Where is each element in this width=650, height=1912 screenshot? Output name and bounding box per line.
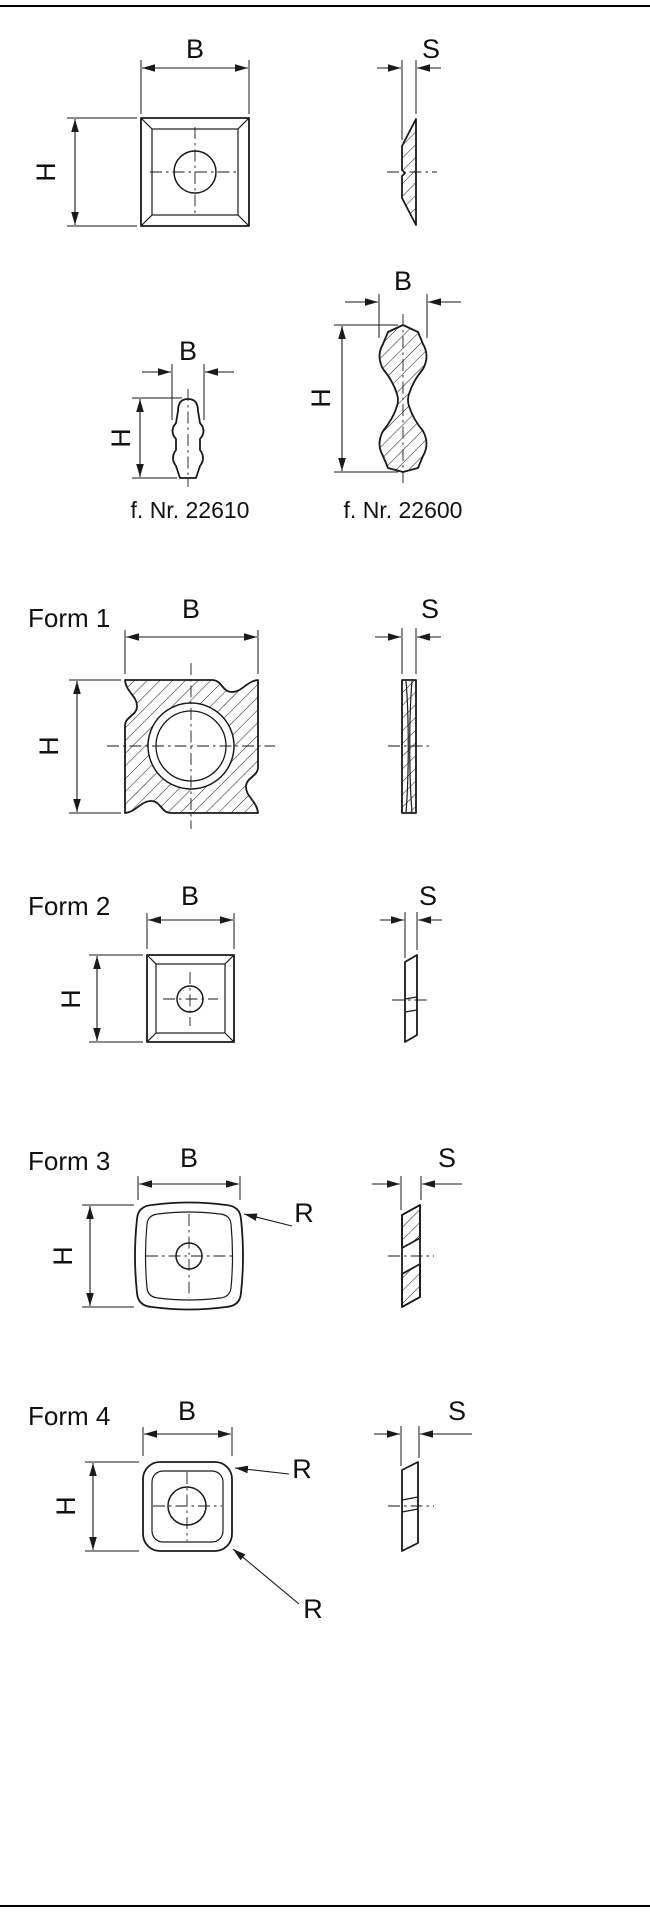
- form2-bevel-line: [155, 963, 226, 1034]
- form3-row: Form 3 B H R S: [28, 1143, 462, 1311]
- overview-height-label: H: [31, 162, 61, 182]
- form1-row: Form 1 B H S: [28, 594, 441, 829]
- form3-thickness-dimension: [372, 1176, 462, 1210]
- form3-width-label: B: [180, 1143, 198, 1173]
- form3-title: Form 3: [28, 1146, 110, 1176]
- form4-bevel-line: [151, 1470, 224, 1543]
- form4-height-label: H: [51, 1496, 81, 1516]
- profile-large-caption: f. Nr. 22600: [344, 497, 463, 523]
- form4-height-dimension: [85, 1461, 139, 1552]
- form3-width-dimension: [137, 1176, 241, 1200]
- form3-radius-leader-line: [243, 1213, 293, 1227]
- form2-title: Form 2: [28, 891, 110, 921]
- form2-width-dimension: [146, 913, 235, 949]
- form2-height-dimension: [89, 954, 143, 1043]
- form2-width-label: B: [181, 881, 199, 911]
- profile-small-caption: f. Nr. 22610: [131, 497, 250, 523]
- profile-large-height-dimension: [334, 324, 398, 473]
- form2-thickness-label: S: [419, 881, 437, 911]
- form1-height-dimension: [69, 679, 121, 814]
- form4-thickness-label: S: [448, 1396, 466, 1426]
- profile-22600-view: B H f. Nr. 22600: [306, 266, 462, 523]
- form4-radius-bottom-label: R: [303, 1594, 323, 1624]
- form3-thickness-label: S: [438, 1143, 456, 1173]
- form4-side-view: [388, 1461, 434, 1552]
- form3-height-dimension: [82, 1204, 134, 1308]
- profile-small-width-label: B: [179, 336, 197, 366]
- profile-small-height-dimension: [132, 397, 182, 479]
- profile-small-width-dimension: [142, 364, 234, 420]
- form2-row: Form 2 B H S: [28, 881, 442, 1043]
- form4-title: Form 4: [28, 1401, 110, 1431]
- form1-side-view: [388, 679, 430, 814]
- form3-bevel-line: [144, 1211, 234, 1301]
- form2-height-label: H: [56, 989, 86, 1009]
- overview-thickness-label: S: [422, 34, 440, 64]
- form3-height-label: H: [48, 1246, 78, 1266]
- form2-thickness-dimension: [380, 912, 442, 958]
- profile-large-width-dimension: [345, 294, 461, 338]
- form1-thickness-label: S: [421, 594, 439, 624]
- form4-width-label: B: [178, 1396, 196, 1426]
- form3-side-view: [388, 1204, 434, 1308]
- form2-side-view: [392, 954, 430, 1043]
- insert-corner-bevel-lines: [140, 117, 250, 227]
- form4-width-dimension: [142, 1427, 233, 1456]
- form1-thickness-dimension: [375, 628, 441, 674]
- overview-front-view: B H: [31, 34, 250, 227]
- form4-thickness-dimension: [374, 1426, 472, 1466]
- form2-corner-bevel-lines: [146, 954, 235, 1043]
- form4-row: Form 4 B H R R S: [28, 1396, 472, 1624]
- form4-radius-bottom-leader-line: [232, 1548, 300, 1605]
- side-section-outline: [401, 118, 417, 226]
- form3-center-lines: [146, 1214, 232, 1298]
- form2-center-lines: [163, 972, 218, 1026]
- profile-small-height-label: H: [106, 428, 136, 448]
- overview-width-extension-lines: [140, 60, 250, 114]
- overview-thickness-dimension: [377, 60, 441, 140]
- overview-height-extension-lines: [67, 117, 137, 227]
- form1-width-dimension: [124, 630, 259, 674]
- form1-width-label: B: [182, 594, 200, 624]
- form4-center-lines: [153, 1472, 222, 1541]
- form1-center-lines: [107, 663, 275, 829]
- form1-height-label: H: [34, 736, 64, 756]
- profile-large-height-label: H: [306, 388, 336, 408]
- form3-radius-label: R: [294, 1198, 314, 1228]
- overview-side-view: S: [377, 34, 441, 226]
- form1-title: Form 1: [28, 603, 110, 633]
- profile-large-width-label: B: [394, 266, 412, 296]
- overview-width-label: B: [186, 34, 204, 64]
- profile-22610-view: B H f. Nr. 22610: [106, 336, 249, 523]
- center-lines: [150, 127, 240, 217]
- form4-radius-top-label: R: [292, 1454, 312, 1484]
- form4-radius-top-leader-line: [234, 1465, 290, 1475]
